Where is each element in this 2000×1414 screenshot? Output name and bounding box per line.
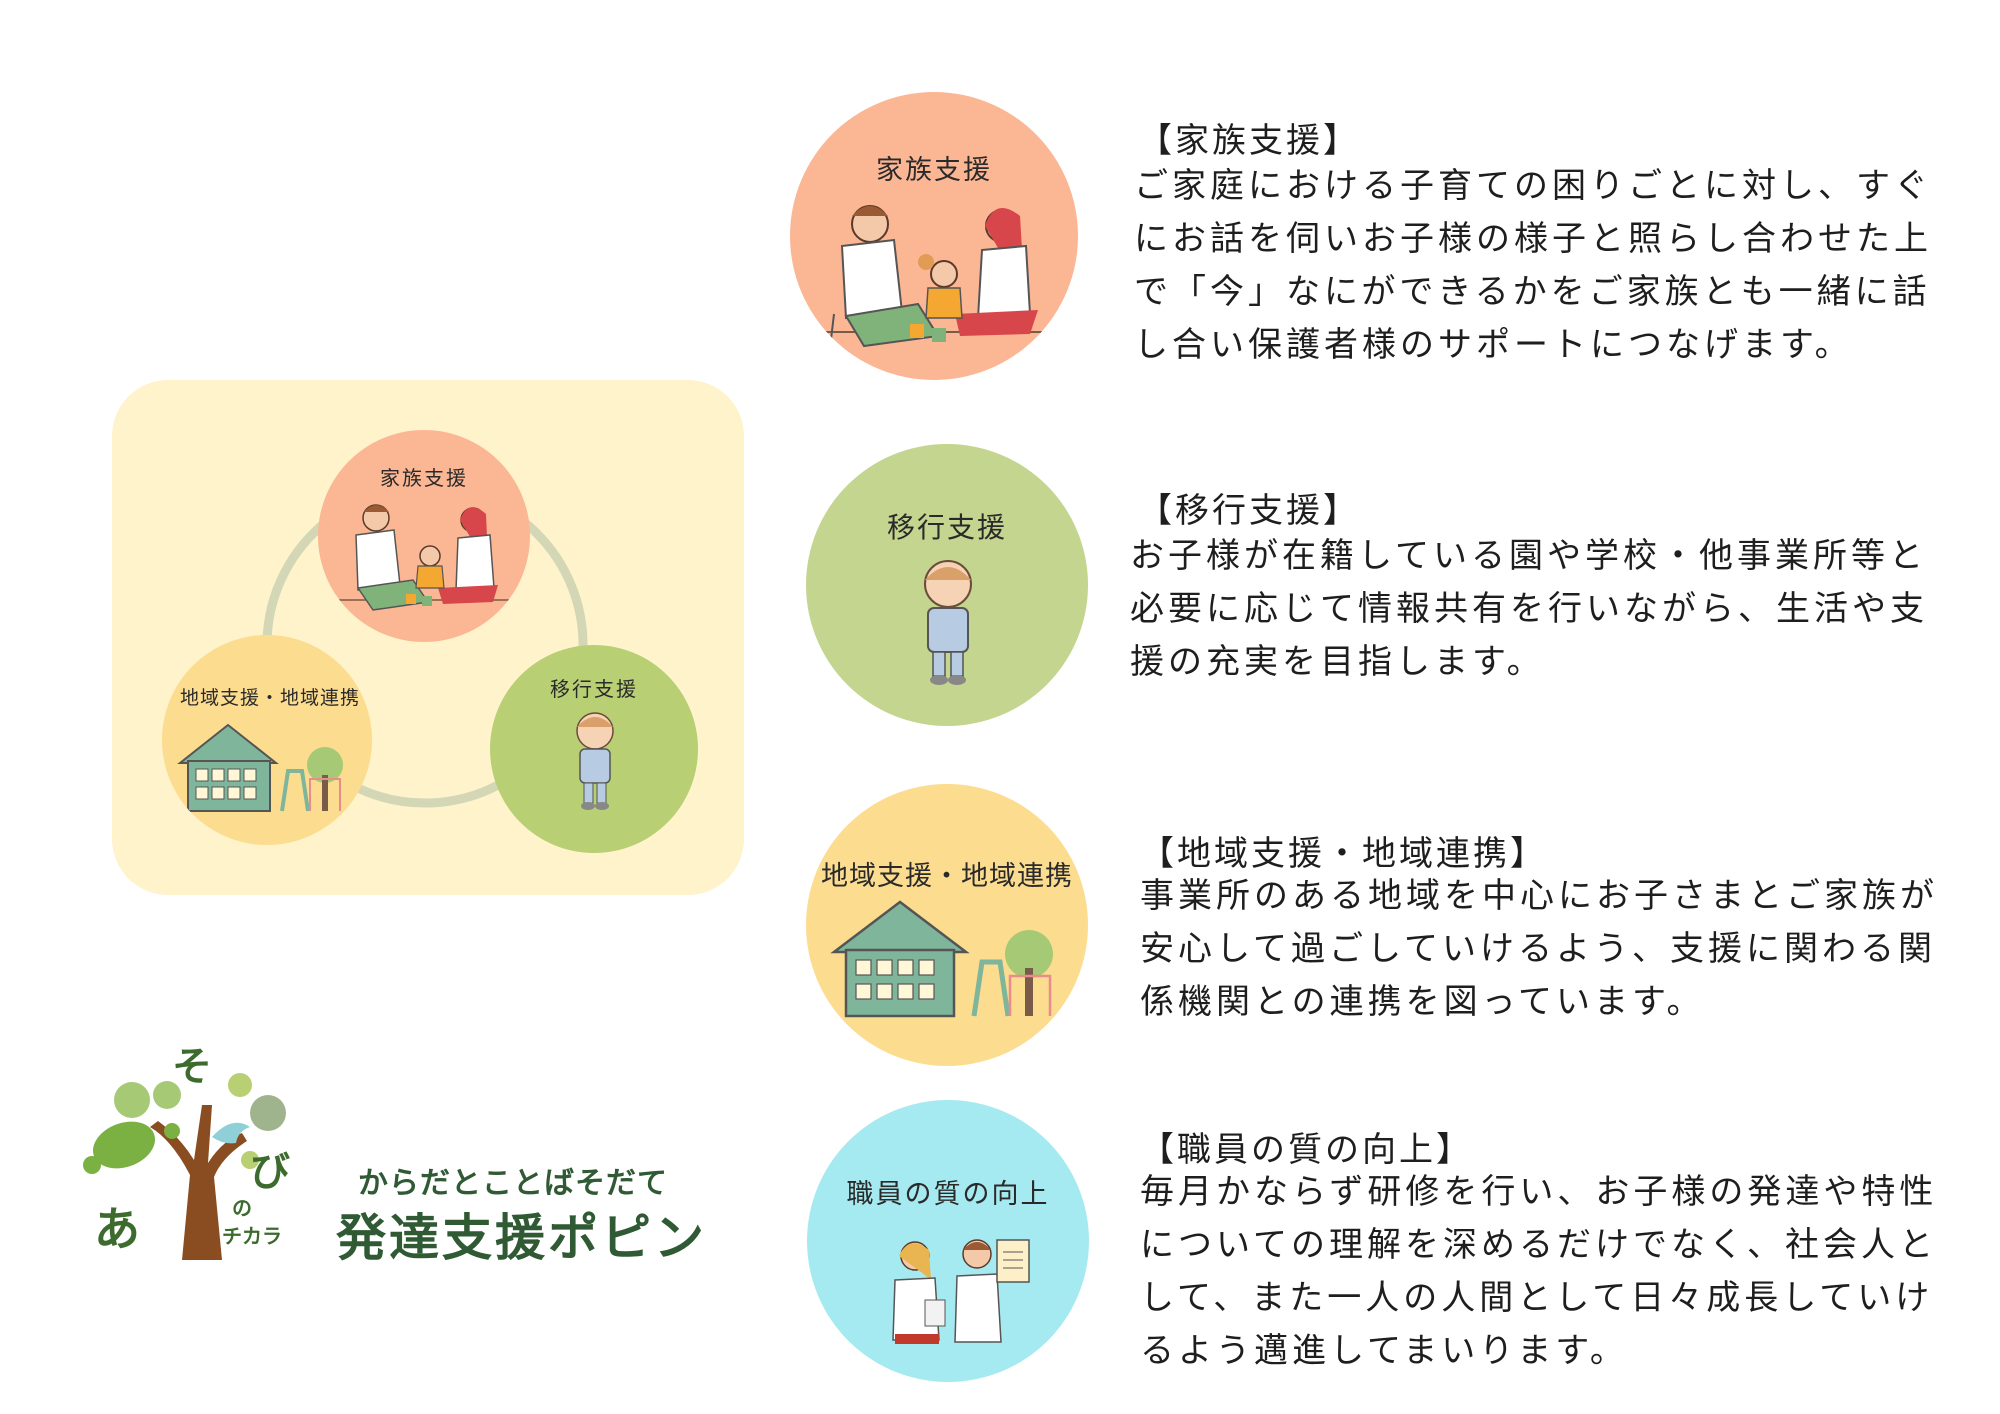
svg-text:そ: そ [172,1045,212,1090]
community-support-heading: 【地域支援・地域連携】 [1140,834,1547,874]
community-support-body: 事業所のある地域を中心にお子さまとご家族が 安心して過ごしていけるよう、支援に関… [1140,876,1938,1022]
family-support-heading: 【家族支援】 [1138,121,1360,161]
diagram-transition-circle: 移行支援 [490,645,698,853]
logo-mark: そ び あ の チカラ [83,1045,290,1260]
family-illustration [790,205,1078,349]
diagram-family-circle: 家族支援 [318,430,530,642]
diagram-community-circle [162,635,372,845]
family-support-circle: 家族支援 [790,92,1078,380]
staff-illustration [892,1239,1030,1344]
svg-text:び: び [250,1149,290,1195]
child-illustration [924,560,972,685]
school-illustration [830,900,1053,1018]
transition-support-body: お子様が在籍している園や学校・他事業所等と 必要に応じて情報共有を行いながら、生… [1130,536,1928,682]
diagram-family-label: 家族支援 [380,466,468,490]
transition-support-circle: 移行支援 [806,444,1088,726]
staff-quality-circle-label: 職員の質の向上 [846,1179,1050,1210]
community-support-circle [806,784,1088,1066]
family-support-circle-label: 家族支援 [876,155,992,186]
svg-text:チカラ: チカラ [222,1224,282,1248]
staff-quality-body: 毎月かならず研修を行い、お子様の発達や特性 についての理解を深めるだけでなく、社… [1140,1172,1938,1371]
transition-support-circle-label: 移行支援 [886,511,1007,544]
diagram-transition-label: 移行支援 [550,677,638,701]
svg-text:の: の [232,1196,252,1220]
diagram-community-label: 地域支援・地域連携 [179,687,360,709]
community-support-circle-label: 地域支援・地域連携 [821,861,1073,892]
child-illustration [576,712,614,810]
family-support-body: ご家庭における子育ての困りごとに対し、すぐ にお話を伺いお子様の様子と照らし合わ… [1134,166,1932,365]
svg-text:あ: あ [94,1202,140,1256]
logo-tagline: からだとことばそだて [358,1166,668,1201]
school-illustration [177,723,343,812]
transition-support-heading: 【移行支援】 [1138,491,1360,531]
staff-quality-heading: 【職員の質の向上】 [1140,1130,1473,1170]
staff-quality-circle: 職員の質の向上 [807,1100,1089,1382]
family-illustration [318,504,530,611]
logo-name: 発達支援ポピン [336,1209,707,1267]
